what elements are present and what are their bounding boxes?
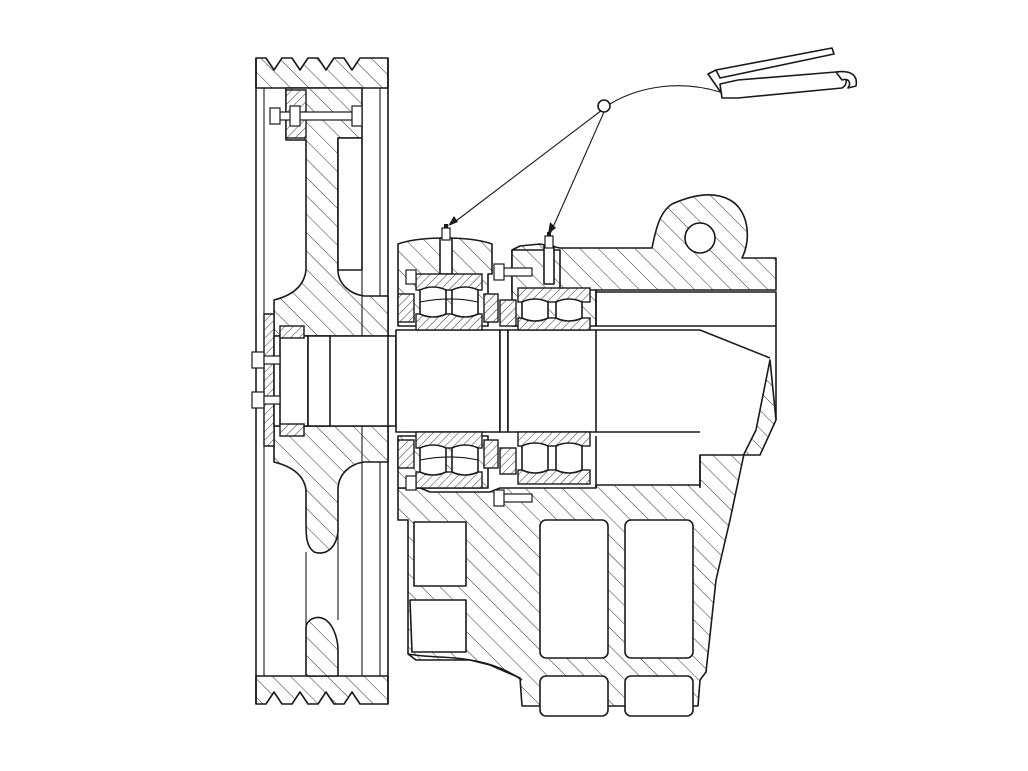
lifting-lug-hole [684,222,716,254]
spherical-roller-bearing-1-top [415,273,483,331]
pulley-rim-bottom [255,675,389,705]
frame-pocket-1 [539,519,609,659]
grease-coupler [597,99,611,113]
pulley-web-lower [273,425,389,554]
grease-hose-1 [451,109,603,225]
grease-gun [448,47,858,235]
pulley-hub [251,313,391,447]
frame-upper-body [511,193,777,293]
shaft [387,329,771,433]
labyrinth-seal-1a [397,293,415,323]
grease-gun-handle-end [835,70,858,89]
machine-frame [397,193,777,717]
bearing-housing-2 [493,245,597,507]
grease-gun-barrel [719,71,848,99]
shaft-section-1 [387,335,397,427]
end-cap-bolt-1 [251,351,265,369]
end-cap-bolt-2 [251,391,265,409]
labyrinth-seal-2b [499,447,517,475]
clamp-bolt-shank [275,111,359,121]
grease-channel-1 [439,237,453,275]
labyrinth-seal-1d [483,439,499,469]
end-cap [263,313,275,447]
grease-hose-2 [549,111,605,235]
grease-channel-2 [543,245,555,285]
frame-pocket-4 [624,675,694,717]
housing-1-bolt-bottom [405,475,417,491]
hub-sleeve [279,335,309,427]
housing-2-bolt-top [499,267,533,277]
clamp-bolt-nut [351,105,363,127]
grease-gun-lever [715,47,835,79]
shaft-section-3 [499,329,509,433]
hub-roller-bottom [279,423,305,437]
grease-nipple-2 [544,235,554,249]
spherical-roller-bearing-2-top [517,287,591,331]
pulley-rim-top [255,57,389,89]
spherical-roller-bearing-1-bottom [415,431,483,489]
hub-insert [307,335,331,427]
pulley-web-upper [273,87,389,337]
grease-gun-hose [609,85,721,105]
frame-pocket-2 [624,519,694,659]
bearing-housing-1 [397,237,499,491]
hub-roller-top [279,325,305,339]
labyrinth-seal-2a [499,299,517,327]
frame-pocket-5 [413,521,467,587]
shaft-section-4 [507,329,597,433]
v-belt-pulley [255,57,389,705]
housing-2-bolt-bottom [499,493,533,503]
labyrinth-seal-1b [397,439,415,469]
grease-nipples [441,224,554,249]
frame-pocket-6 [409,599,467,653]
housing-1-bolt-top [405,269,417,285]
spherical-roller-bearing-2-bottom [517,431,591,485]
labyrinth-seal-1c [483,293,499,323]
grease-nipple-1 [441,227,451,241]
frame-pocket-3 [539,675,609,717]
pulley-web-lower-2 [305,616,339,677]
shaft-section-2 [395,329,501,433]
clamp-bolt-head [269,107,281,125]
